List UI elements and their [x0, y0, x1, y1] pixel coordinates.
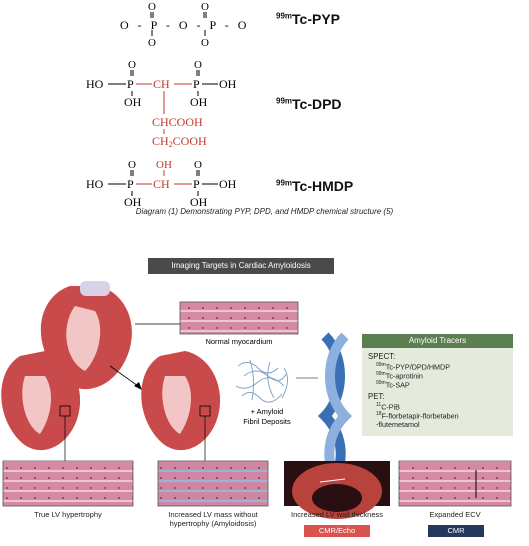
pet-tracer-1: 11C-PiB: [376, 402, 400, 412]
pyp-bonds: O O O O: [148, 1, 209, 49]
svg-text:O: O: [128, 59, 136, 71]
heart-left: [1, 351, 81, 451]
amyloid-fibrils: [235, 359, 288, 403]
svg-text:O: O: [201, 37, 209, 49]
hmdp-ch: CH: [153, 177, 170, 191]
svg-text:O: O: [148, 1, 156, 13]
panel-true-lv-image: [2, 460, 134, 507]
badge-cmr-echo: CMR/Echo: [304, 525, 370, 537]
figure-art: Normal myocardium + Amyloid Fibril Depos…: [1, 281, 512, 519]
dpd-oh-under-left: OH: [124, 95, 142, 109]
tracers-header: Amyloid Tracers: [362, 334, 513, 348]
panel-amyloid-image: [157, 460, 269, 507]
figure-title: Imaging Targets in Cardiac Amyloidosis: [148, 258, 334, 274]
dpd-ho: HO: [86, 77, 104, 91]
svg-text:P: P: [193, 177, 200, 191]
svg-text:O: O: [194, 159, 202, 171]
panel-ecv-image: [398, 460, 512, 507]
dpd-structure: O O HO P CH P OH OH OH CHCOOH CH2COOH: [86, 59, 237, 148]
heart-middle: [141, 351, 221, 451]
hmdp-ho: HO: [86, 177, 104, 191]
normal-myocardium-image: [179, 301, 299, 335]
pet-label: PET:: [368, 392, 385, 401]
chemistry-caption: Diagram (1) Demonstrating PYP, DPD, and …: [135, 207, 394, 216]
panel-label-ecv: Expanded ECV: [429, 510, 481, 519]
pyp-chain: O - P - O - P - O: [120, 18, 247, 32]
dpd-chain2: CH2COOH: [152, 134, 207, 148]
amyloid-label-line1: + Amyloid: [251, 407, 284, 416]
svg-text:P: P: [127, 77, 134, 91]
panel-label-true-lv: True LV hypertrophy: [34, 510, 102, 519]
badge-cmr: CMR: [428, 525, 484, 537]
dpd-chain1: CHCOOH: [152, 115, 203, 129]
pet-tracer-3: -flutemetamol: [376, 420, 420, 429]
pyp-structure: O O O O: [122, 0, 262, 50]
hmdp-structure: O O OH HO P CH P OH OH OH: [86, 159, 237, 208]
hmdp-oh-under-right: OH: [190, 195, 208, 208]
hmdp-oh-under-left: OH: [124, 195, 142, 208]
hmdp-oh: OH: [219, 177, 237, 191]
pet-tracer-2: 18F-florbetapir-florbetaben: [376, 411, 459, 421]
dpd-oh-under-right: OH: [190, 95, 208, 109]
hmdp-oh-top: OH: [156, 159, 172, 171]
dpd-label: 99mTc-DPD: [276, 96, 342, 112]
panel-wall-thickness-image: [284, 461, 390, 519]
svg-text:O: O: [128, 159, 136, 171]
normal-myocardium-label: Normal myocardium: [205, 337, 272, 346]
dpd-oh: OH: [219, 77, 237, 91]
tracers-box: [362, 348, 513, 436]
spect-tracer-2: 99mTc-aprotinin: [376, 371, 423, 381]
svg-text:O: O: [194, 59, 202, 71]
svg-text:O: O: [148, 37, 156, 49]
dpd-ch: CH: [153, 77, 170, 91]
panel-label-amyloid: Increased LV mass without hypertrophy (A…: [168, 510, 258, 528]
amyloid-label-line2: Fibril Deposits: [243, 417, 291, 426]
svg-text:O: O: [201, 1, 209, 13]
pyp-label: 99mTc-PYP: [276, 11, 340, 27]
spect-tracer-1: 99mTc-PYP/DPD/HMDP: [376, 362, 451, 372]
svg-text:P: P: [127, 177, 134, 191]
panel-label-wall-thickness: Increased LV wall thickness: [291, 510, 383, 519]
spect-tracer-3: 99mTc-SAP: [376, 380, 410, 390]
spect-label: SPECT:: [368, 352, 396, 361]
hmdp-label: 99mTc-HMDP: [276, 178, 354, 194]
svg-text:P: P: [193, 77, 200, 91]
